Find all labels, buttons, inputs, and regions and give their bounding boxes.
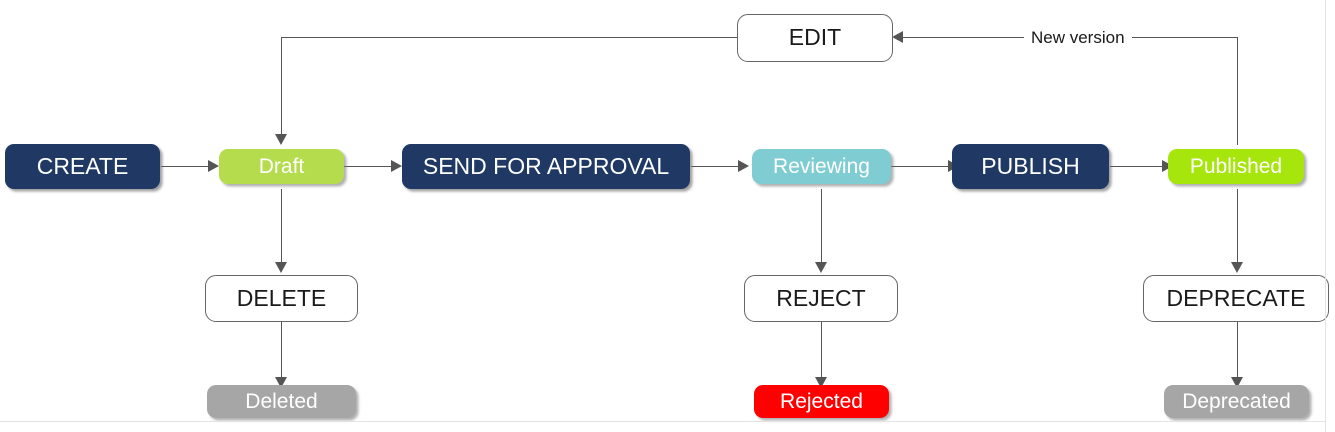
node-reviewing[interactable]: Reviewing bbox=[752, 149, 891, 184]
connector-reviewing-to-reject bbox=[821, 189, 823, 264]
connector-edit-to-draft-horizontal bbox=[281, 37, 737, 39]
arrowhead-new-version-to-edit bbox=[892, 30, 903, 43]
page-border-right bbox=[1325, 0, 1326, 432]
arrowhead-published-to-deprecate bbox=[1230, 262, 1243, 273]
connector-publish-to-published bbox=[1110, 166, 1163, 168]
connector-draft-to-delete bbox=[281, 189, 283, 264]
connector-new-version-vertical bbox=[1237, 37, 1239, 145]
arrowhead-create-to-draft bbox=[208, 159, 219, 172]
connector-send-for-approval-to-reviewing bbox=[691, 166, 739, 168]
connector-reject-to-rejected bbox=[821, 322, 823, 380]
node-edit[interactable]: EDIT bbox=[737, 14, 893, 62]
arrowhead-send-for-approval-to-reviewing bbox=[738, 159, 749, 172]
connector-published-to-deprecate bbox=[1237, 189, 1239, 264]
arrowhead-reviewing-to-reject bbox=[814, 262, 827, 273]
node-deleted[interactable]: Deleted bbox=[207, 385, 356, 418]
arrowhead-deprecate-to-deprecated bbox=[1230, 377, 1243, 388]
node-rejected[interactable]: Rejected bbox=[754, 385, 889, 418]
page-border-bottom bbox=[0, 421, 1325, 422]
node-reject[interactable]: REJECT bbox=[744, 275, 898, 322]
node-publish[interactable]: PUBLISH bbox=[952, 144, 1109, 189]
arrowhead-draft-to-delete bbox=[274, 262, 287, 273]
node-deprecate[interactable]: DEPRECATE bbox=[1143, 275, 1329, 322]
node-draft[interactable]: Draft bbox=[219, 149, 344, 184]
arrowhead-edit-to-draft bbox=[274, 134, 287, 145]
arrowhead-draft-to-send-for-approval bbox=[391, 159, 402, 172]
arrowhead-delete-to-deleted bbox=[274, 377, 287, 388]
node-deprecated[interactable]: Deprecated bbox=[1164, 385, 1309, 418]
connector-create-to-draft bbox=[161, 166, 209, 168]
node-delete[interactable]: DELETE bbox=[205, 275, 358, 322]
arrowhead-publish-to-published bbox=[1162, 159, 1173, 172]
arrowhead-reject-to-rejected bbox=[814, 377, 827, 388]
connector-delete-to-deleted bbox=[281, 322, 283, 380]
node-send-for-approval[interactable]: SEND FOR APPROVAL bbox=[402, 144, 690, 189]
connector-reviewing-to-publish bbox=[891, 166, 949, 168]
node-create[interactable]: CREATE bbox=[5, 144, 160, 189]
connector-deprecate-to-deprecated bbox=[1237, 322, 1239, 380]
connector-draft-to-send-for-approval bbox=[344, 166, 392, 168]
connector-edit-to-draft-vertical bbox=[281, 37, 283, 137]
edge-label-new-version: New version bbox=[1024, 29, 1132, 46]
node-published[interactable]: Published bbox=[1168, 149, 1304, 184]
